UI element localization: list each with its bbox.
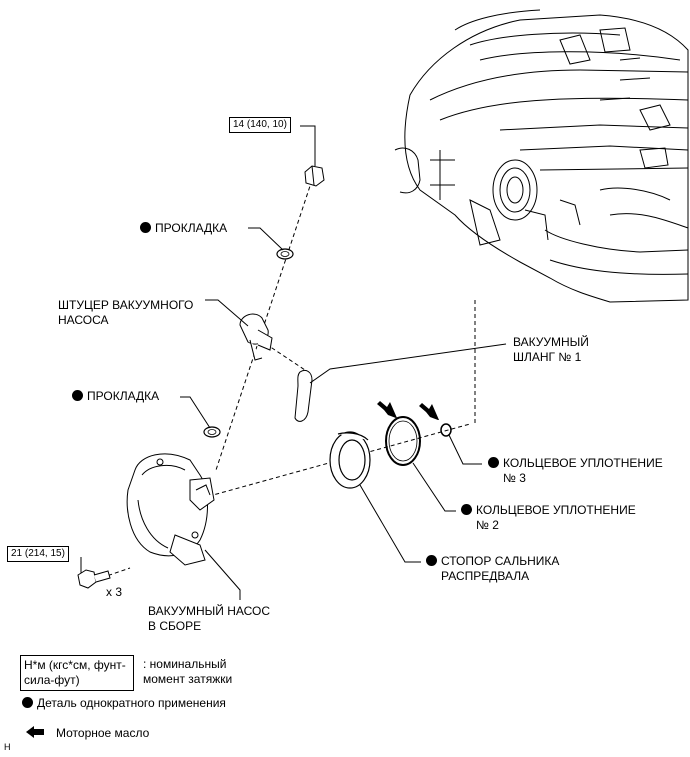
- torque-spec-top: 14 (140, 10): [229, 117, 291, 133]
- vacuum-pump-label: ВАКУУМНЫЙ НАСОС В СБОРЕ: [148, 604, 271, 633]
- o-ring-3-part: [440, 423, 452, 437]
- vacuum-pump-union-part: [239, 313, 273, 361]
- bolt-part: [77, 569, 111, 589]
- o-ring-2-label: КОЛЬЦЕВОЕ УПЛОТНЕНИЕ № 2: [461, 503, 636, 533]
- oil-seal-retainer-part: [329, 431, 371, 489]
- engine-oil-arrow-icon: [377, 401, 439, 420]
- corner-mark: H: [4, 742, 11, 752]
- non-reusable-part-icon: [72, 390, 83, 401]
- non-reusable-part-icon: [426, 555, 437, 566]
- gasket-bottom-label: ПРОКЛАДКА: [72, 389, 159, 404]
- legend-torque-box: Н*м (кгс*см, фунт- сила-фут): [20, 655, 134, 691]
- union-bolt: [304, 165, 325, 187]
- non-reusable-part-icon: [22, 697, 33, 708]
- oil-seal-retainer-label: СТОПОР САЛЬНИКА РАСПРЕДВАЛА: [426, 554, 559, 584]
- union-label: ШТУЦЕР ВАКУУМНОГО НАСОСА: [58, 298, 194, 327]
- non-reusable-part-icon: [461, 504, 472, 515]
- legend-engine-oil: Моторное масло: [26, 726, 149, 741]
- vacuum-pump-part: [126, 453, 215, 566]
- legend-torque-description: : номинальный момент затяжки: [143, 657, 233, 686]
- leader-lines: [80, 125, 507, 600]
- vacuum-hose-part: [294, 369, 313, 422]
- engine-illustration: [394, 9, 689, 303]
- non-reusable-part-icon: [488, 457, 499, 468]
- vacuum-hose-label: ВАКУУМНЫЙ ШЛАНГ № 1: [513, 335, 589, 364]
- torque-spec-bolt: 21 (214, 15): [7, 546, 69, 562]
- o-ring-3-label: КОЛЬЦЕВОЕ УПЛОТНЕНИЕ № 3: [488, 456, 663, 486]
- o-ring-2-part: [385, 416, 421, 466]
- gasket-bottom-part: [203, 426, 221, 438]
- non-reusable-part-icon: [140, 222, 151, 233]
- engine-oil-arrow-icon: [26, 726, 44, 738]
- gasket-top-part: [276, 248, 294, 260]
- bolt-quantity: x 3: [106, 585, 123, 599]
- legend-non-reusable: Деталь однократного применения: [22, 696, 226, 711]
- gasket-top-label: ПРОКЛАДКА: [140, 221, 227, 236]
